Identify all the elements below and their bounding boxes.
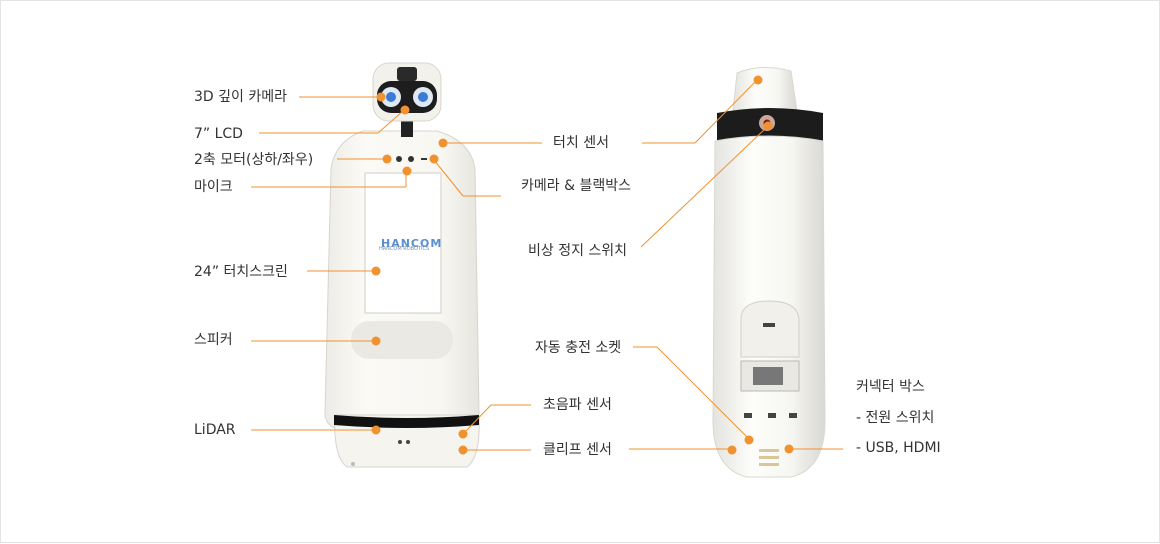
dot-lidar (371, 425, 381, 435)
dot-charge (744, 435, 754, 445)
dot-touch-sensor (438, 138, 448, 148)
label-cliff: 클리프 센서 (543, 442, 612, 458)
label-touchscreen: 24” 터치스크린 (194, 264, 288, 280)
label-camera-blackbox: 카메라 & 블랙박스 (521, 178, 631, 194)
label-depth-camera: 3D 깊이 카메라 (194, 89, 287, 105)
dot-ultrasonic (458, 429, 468, 439)
dot-connector (784, 444, 794, 454)
leader-lines (251, 79, 843, 451)
brand-subtitle: HANCOM ROBOTICS (379, 246, 430, 252)
dot-back-touch (753, 75, 763, 85)
dot-touchscreen (371, 266, 381, 276)
dot-cliff-back (727, 445, 737, 455)
dot-mic (402, 166, 412, 176)
label-lcd: 7” LCD (194, 126, 243, 142)
dot-cliff (458, 445, 468, 455)
dot-depth-camera (376, 92, 386, 102)
brand-logo: HANCOM (381, 237, 443, 250)
callout-dots (371, 75, 794, 455)
dot-lcd (400, 105, 410, 115)
label-motor: 2축 모터(상하/좌우) (194, 152, 314, 168)
label-speaker: 스피커 (194, 332, 233, 348)
label-emergency-stop: 비상 정지 스위치 (528, 243, 628, 259)
label-mic: 마이크 (194, 179, 233, 195)
label-ultrasonic: 초음파 센서 (543, 397, 612, 413)
back-robot (712, 67, 826, 478)
label-touch-sensor: 터치 센서 (553, 135, 609, 151)
label-connector-box: 커넥터 박스 (856, 379, 925, 395)
label-lidar: LiDAR (194, 422, 236, 438)
label-usb-hdmi: - USB, HDMI (856, 440, 941, 456)
dot-speaker (371, 336, 381, 346)
label-charge-socket: 자동 충전 소켓 (535, 340, 622, 356)
dot-estop (763, 121, 773, 131)
dot-motor (382, 154, 392, 164)
dot-camera (429, 154, 439, 164)
front-robot (324, 62, 480, 468)
label-power-switch: - 전원 스위치 (856, 410, 935, 426)
